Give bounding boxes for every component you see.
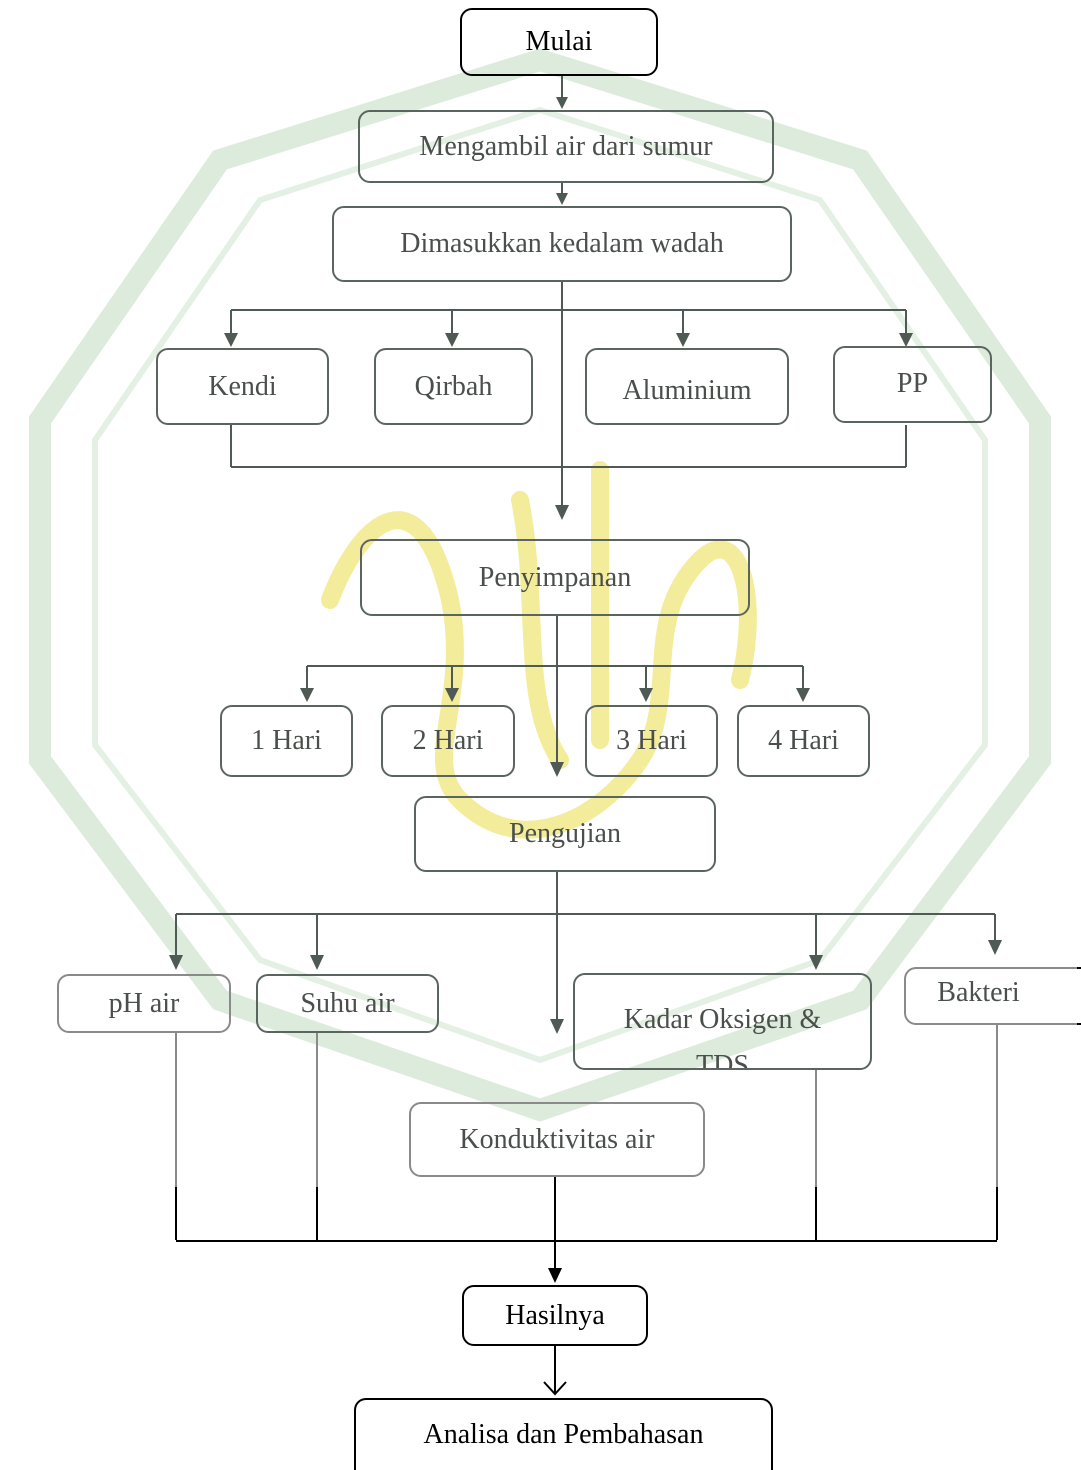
node-label: PP: [896, 368, 929, 399]
node-label: Bakteri: [937, 977, 1020, 1008]
result-hasilnya: Hasilnya: [462, 1285, 648, 1346]
container-aluminium: Aluminium: [585, 348, 789, 425]
node-label: 3 Hari: [616, 725, 687, 756]
node-label: Kendi: [208, 370, 277, 402]
node-label: Pengujian: [509, 818, 621, 849]
node-label: Hasilnya: [505, 1299, 605, 1331]
node-label-line2: TDS: [696, 1050, 749, 1070]
duration-1-hari: 1 Hari: [220, 705, 353, 777]
bakteri-edge-marks: [1077, 967, 1081, 1025]
test-bakteri: Bakteri: [904, 967, 1081, 1025]
container-qirbah: Qirbah: [374, 348, 533, 425]
step-pengujian: Pengujian: [414, 796, 716, 872]
node-label: Suhu air: [300, 987, 395, 1019]
node-label: Qirbah: [414, 370, 493, 402]
test-suhu-air: Suhu air: [256, 974, 439, 1033]
step-penyimpanan: Penyimpanan: [360, 539, 750, 616]
start-node-mulai: Mulai: [460, 8, 658, 76]
step-dimasukkan-wadah: Dimasukkan kedalam wadah: [332, 206, 792, 282]
node-label: 1 Hari: [251, 725, 322, 756]
test-kadar-oksigen-tds: Kadar Oksigen & TDS: [573, 973, 872, 1070]
duration-3-hari: 3 Hari: [585, 705, 718, 777]
node-label: Mengambil air dari sumur: [419, 130, 713, 162]
container-kendi: Kendi: [156, 348, 329, 425]
node-label: Konduktivitas air: [459, 1123, 655, 1155]
node-label: Analisa dan Pembahasan: [423, 1419, 704, 1450]
node-label: Aluminium: [622, 374, 752, 406]
node-label: pH air: [108, 987, 180, 1019]
node-label: 2 Hari: [412, 725, 484, 756]
end-analisa-pembahasan: Analisa dan Pembahasan: [354, 1398, 773, 1470]
node-label: Penyimpanan: [478, 561, 632, 593]
test-ph-air: pH air: [57, 974, 231, 1033]
duration-4-hari: 4 Hari: [737, 705, 870, 777]
node-label-line1: Kadar Oksigen &: [623, 1004, 822, 1035]
test-konduktivitas-air: Konduktivitas air: [409, 1102, 705, 1177]
node-label: Mulai: [525, 26, 593, 57]
node-label: 4 Hari: [768, 725, 839, 756]
step-mengambil-air: Mengambil air dari sumur: [358, 110, 774, 183]
duration-2-hari: 2 Hari: [381, 705, 515, 777]
node-label: Dimasukkan kedalam wadah: [400, 228, 724, 259]
container-pp: PP: [833, 346, 992, 423]
